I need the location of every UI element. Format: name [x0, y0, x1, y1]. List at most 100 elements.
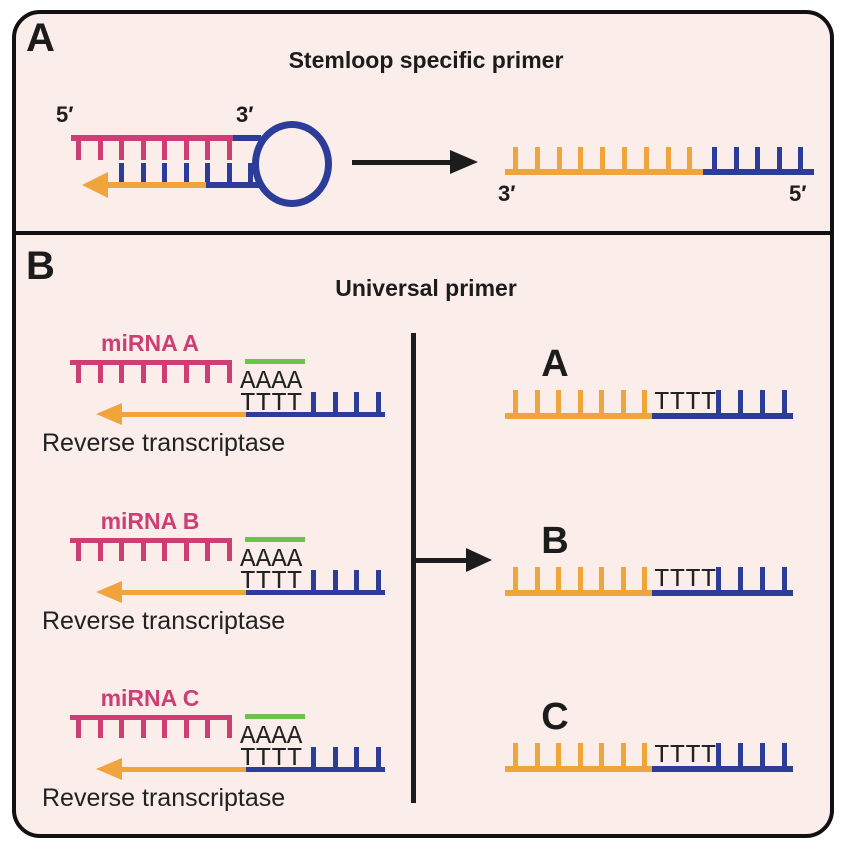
base-pair-tick [162, 719, 167, 738]
panel-a-product-cdna-strand [505, 169, 703, 175]
base-pair-tick [716, 743, 721, 766]
stemloop-mirna-strand [71, 135, 233, 141]
base-pair-tick [332, 570, 338, 590]
base-pair-tick [76, 364, 81, 383]
panel-a-label: A [26, 16, 55, 60]
product-c-letter: C [541, 696, 569, 738]
product-c-cdna-strand [505, 766, 652, 772]
base-pair-tick [643, 147, 649, 169]
base-pair-tick [599, 390, 604, 413]
base-pair-tick [119, 364, 124, 383]
branch-arrow-shaft [414, 558, 466, 563]
base-pair-tick [534, 147, 540, 169]
panel-divider [14, 231, 834, 235]
base-pair-tick [226, 719, 232, 738]
base-pair-tick [513, 147, 518, 169]
product-a-cdna-strand [505, 413, 652, 419]
product-a-primer-strand [652, 413, 793, 419]
stemloop-primer-arrow-shaft [106, 182, 206, 188]
base-pair-tick [226, 542, 232, 561]
base-pair-tick [119, 141, 124, 160]
base-pair-tick [622, 147, 627, 169]
base-pair-tick [716, 567, 721, 590]
base-pair-tick [311, 392, 316, 412]
panel-a-title: Stemloop specific primer [288, 47, 564, 73]
stemloop-5prime-label: 5′ [56, 102, 74, 127]
base-pair-tick [782, 390, 787, 413]
mirna-a-rt-arrowhead [96, 403, 122, 425]
panel-b-label: B [26, 244, 55, 288]
panel-a-arrow-shaft [352, 160, 450, 165]
product-c-polyt-text: TTTT [654, 740, 717, 770]
base-pair-tick [620, 567, 626, 590]
base-pair-tick [620, 743, 626, 766]
base-pair-tick [600, 147, 606, 169]
mirna-b-enzyme-label: Reverse transcriptase [42, 607, 286, 635]
stemloop-primer-arrowhead [82, 172, 108, 198]
base-pair-tick [76, 719, 81, 738]
base-pair-tick [556, 147, 562, 169]
base-pair-tick [577, 390, 583, 413]
base-pair-tick [712, 147, 717, 169]
base-pair-tick [716, 390, 721, 413]
base-pair-tick [183, 542, 189, 561]
panel-a-arrowhead [450, 150, 478, 174]
base-pair-tick [642, 567, 647, 590]
base-pair-tick [248, 163, 253, 182]
base-pair-tick [760, 743, 765, 766]
stemloop-loop [252, 121, 332, 207]
panel-a-product-3prime-label: 3′ [498, 181, 516, 206]
panel-b-title: Universal primer [335, 275, 517, 301]
base-pair-tick [140, 542, 146, 561]
base-pair-tick [760, 567, 765, 590]
base-pair-tick [76, 141, 81, 160]
mirna-a-polya-tail-bar [245, 359, 305, 364]
base-pair-tick [760, 390, 765, 413]
mirna-a-label: miRNA A [101, 330, 199, 356]
mirna-a-polyt-text: TTTT [240, 388, 303, 418]
panel-a-product-5prime-label: 5′ [789, 181, 807, 206]
base-pair-tick [97, 141, 103, 160]
base-pair-tick [556, 390, 561, 413]
product-b-cdna-strand [505, 590, 652, 596]
base-pair-tick [140, 364, 146, 383]
mirna-c-rt-arrowhead [96, 758, 122, 780]
base-pair-tick [642, 743, 647, 766]
flow-divider-line [411, 333, 416, 803]
base-pair-tick [354, 747, 359, 767]
mirna-b-polyt-text: TTTT [240, 566, 303, 596]
mirna-c-label: miRNA C [100, 685, 200, 711]
base-pair-tick [332, 392, 338, 412]
product-a-letter: A [541, 343, 569, 385]
mirna-b-label: miRNA B [100, 508, 200, 534]
base-pair-tick [226, 364, 232, 383]
stemloop-stem-top-segment [233, 135, 261, 141]
base-pair-tick [119, 719, 124, 738]
mirna-b-polya-tail-bar [245, 537, 305, 542]
base-pair-tick [577, 567, 583, 590]
mirna-c-polya-tail-bar [245, 714, 305, 719]
mirna-c-strand [70, 715, 232, 720]
base-pair-tick [140, 163, 146, 182]
base-pair-tick [119, 163, 124, 182]
mirna-b-rt-arrowhead [96, 581, 122, 603]
base-pair-tick [375, 392, 381, 412]
base-pair-tick [534, 567, 540, 590]
base-pair-tick [162, 542, 167, 561]
base-pair-tick [738, 567, 743, 590]
base-pair-tick [76, 542, 81, 561]
mirna-c-enzyme-label: Reverse transcriptase [42, 784, 286, 812]
base-pair-tick [332, 747, 338, 767]
base-pair-tick [782, 567, 787, 590]
base-pair-tick [665, 147, 671, 169]
base-pair-tick [205, 542, 210, 561]
base-pair-tick [205, 719, 210, 738]
product-b-polyt-text: TTTT [654, 564, 717, 594]
base-pair-tick [642, 390, 647, 413]
base-pair-tick [162, 163, 167, 182]
base-pair-tick [162, 141, 167, 160]
product-b-letter: B [541, 520, 569, 562]
base-pair-tick [183, 719, 189, 738]
stemloop-stem-bottom-segment [204, 182, 262, 188]
